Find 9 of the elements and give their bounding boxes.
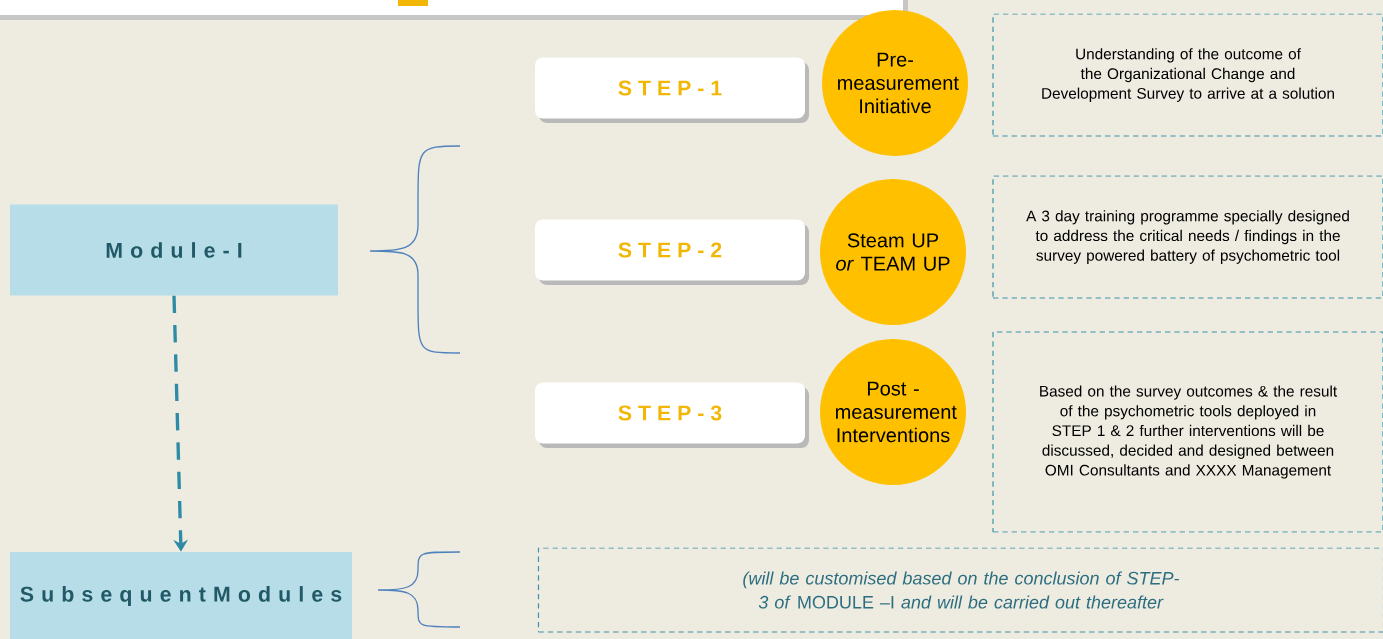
- module-box: S u b s e q u e n t M o d u l e s: [10, 552, 352, 639]
- description-box: Based on the survey outcomes & the result of the psychometric tools deployed in STEP 1 & 2 further interventions will be discussed, decided and designed between OMI Consultants and XXXX Management: [992, 331, 1383, 533]
- step-tab: S T E P - 1: [535, 57, 809, 123]
- description-box: A 3 day training programme specially designed to address the critical needs / findings in the survey powered battery of psychometric tool: [992, 175, 1383, 299]
- description-box: Understanding of the outcome of the Organizational Change and Development Survey to arrive at a solution: [992, 13, 1383, 137]
- step-tab: S T E P - 3: [535, 382, 809, 448]
- step-tab: S T E P - 2: [535, 219, 809, 285]
- module-box: M o d u l e - I: [10, 204, 338, 296]
- note-box: (will be customised based on the conclusion of STEP-3 of MODULE –I and will be carried out thereafter: [537, 547, 1383, 633]
